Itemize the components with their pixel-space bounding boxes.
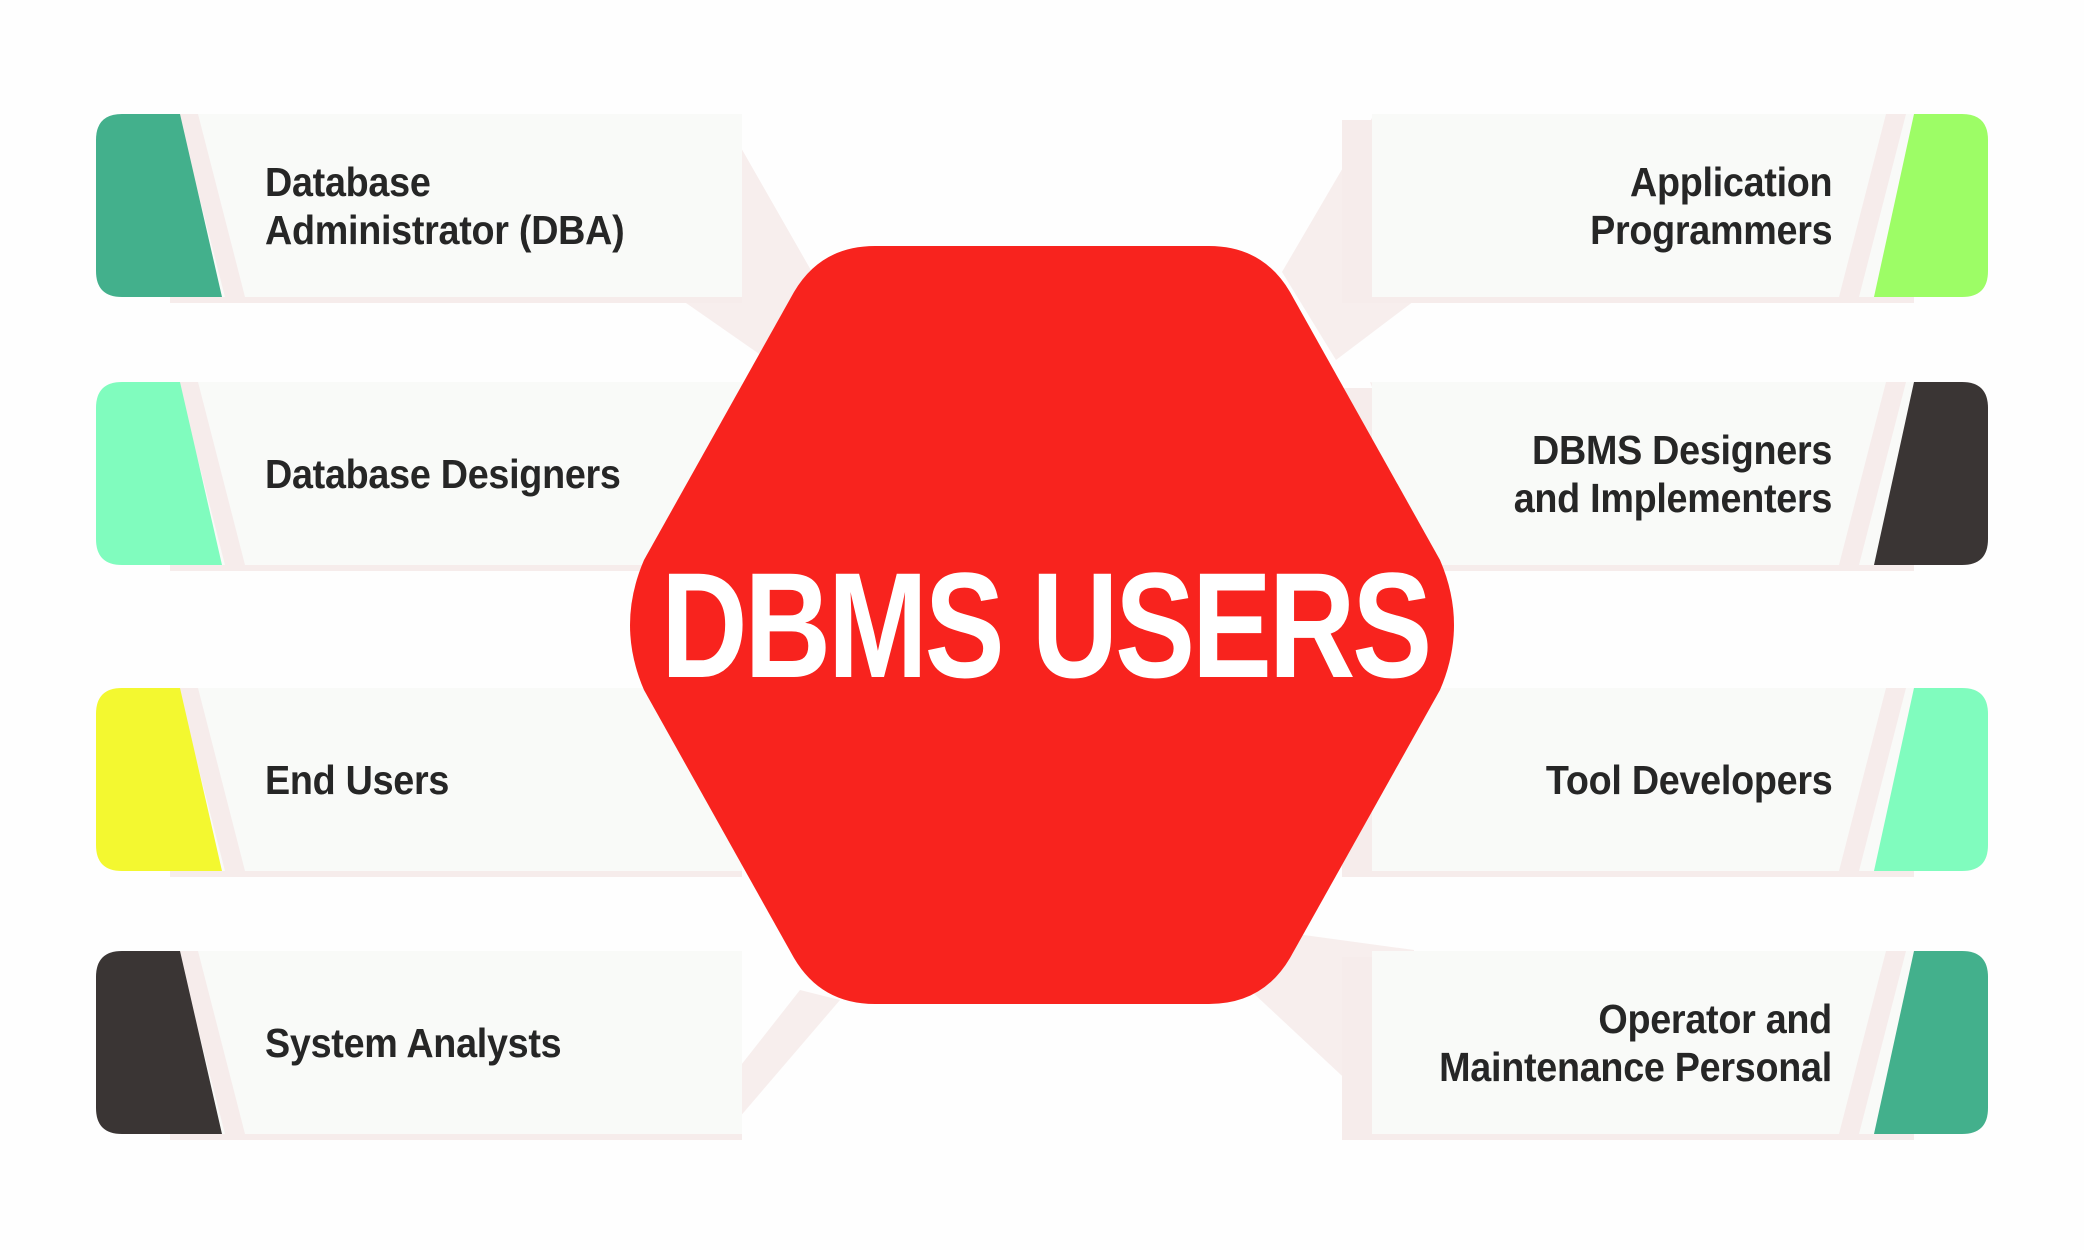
card-label-line: Programmers bbox=[1589, 206, 1833, 253]
card-application-programmers: Application Programmers bbox=[1047, 114, 1992, 297]
left-card-shape bbox=[96, 114, 742, 303]
card-accent-tab bbox=[96, 688, 222, 871]
card-accent-tab bbox=[96, 114, 222, 297]
card-label-line: Maintenance Personal bbox=[1439, 1043, 1832, 1090]
right-card-shape bbox=[1342, 951, 1988, 1140]
left-card-shape bbox=[96, 688, 742, 877]
card-label-line: Operator and bbox=[1598, 995, 1832, 1042]
card-body bbox=[1372, 114, 1934, 297]
card-label-line: System Analysts bbox=[265, 1019, 562, 1066]
card-edge bbox=[1839, 951, 1906, 1134]
card-accent-tab bbox=[96, 382, 222, 565]
card-label-line: Application bbox=[1629, 158, 1833, 205]
card-label-tool-developers: Tool Developers bbox=[1545, 756, 1832, 804]
card-label-line: and Implementers bbox=[1513, 474, 1833, 521]
card-accent-tab bbox=[1874, 382, 1988, 565]
card-label-database-designers: Database Designers bbox=[265, 450, 621, 498]
card-label-line: Database Designers bbox=[265, 450, 621, 497]
card-database-designers: Database Designers bbox=[0, 382, 945, 565]
card-database-administrator: Database Administrator (DBA) bbox=[0, 114, 945, 297]
card-label-line: Database bbox=[265, 158, 431, 205]
card-edge bbox=[178, 688, 245, 871]
card-body bbox=[150, 688, 742, 871]
card-edge bbox=[178, 114, 245, 297]
card-operator-maintenance: Operator and Maintenance Personal bbox=[1047, 951, 1992, 1134]
card-label-end-users: End Users bbox=[265, 756, 449, 804]
card-edge bbox=[1839, 114, 1906, 297]
card-end-users: End Users bbox=[0, 688, 945, 871]
right-card-shape bbox=[1342, 114, 1988, 303]
card-body bbox=[150, 382, 742, 565]
card-accent-tab bbox=[1874, 114, 1988, 297]
card-edge bbox=[1839, 382, 1906, 565]
card-label-database-administrator: Database Administrator (DBA) bbox=[265, 158, 625, 254]
card-label-line: Administrator (DBA) bbox=[265, 206, 625, 253]
left-card-shape bbox=[96, 951, 742, 1140]
center-hexagon-group bbox=[630, 246, 1454, 1004]
left-card-shape bbox=[96, 382, 742, 571]
right-card-shape bbox=[1342, 382, 1988, 571]
card-edge bbox=[1839, 688, 1906, 871]
card-accent-tab bbox=[1874, 688, 1988, 871]
card-tool-developers: Tool Developers bbox=[1047, 688, 1992, 871]
card-label-operator-maintenance: Operator and Maintenance Personal bbox=[1439, 995, 1832, 1091]
card-label-system-analysts: System Analysts bbox=[265, 1019, 562, 1067]
card-dbms-designers-implementers: DBMS Designers and Implementers bbox=[1047, 382, 1992, 565]
card-body bbox=[150, 951, 742, 1134]
center-title: DBMS USERS bbox=[660, 540, 1432, 709]
card-edge bbox=[178, 382, 245, 565]
card-edge bbox=[178, 951, 245, 1134]
card-accent-tab bbox=[1874, 951, 1988, 1134]
card-label-application-programmers: Application Programmers bbox=[1589, 158, 1833, 254]
card-body bbox=[1372, 382, 1934, 565]
card-body bbox=[1372, 951, 1934, 1134]
card-label-line: DBMS Designers bbox=[1531, 426, 1832, 473]
card-backgrounds bbox=[96, 114, 1988, 1140]
card-accent-tab bbox=[96, 951, 222, 1134]
card-body bbox=[150, 114, 742, 297]
center-hexagon bbox=[630, 246, 1454, 1004]
card-label-line: End Users bbox=[265, 756, 450, 803]
card-body bbox=[1372, 688, 1934, 871]
card-label-dbms-designers-implementers: DBMS Designers and Implementers bbox=[1513, 426, 1833, 522]
right-card-shape bbox=[1342, 688, 1988, 877]
card-system-analysts: System Analysts bbox=[0, 951, 945, 1134]
card-label-line: Tool Developers bbox=[1545, 756, 1832, 803]
